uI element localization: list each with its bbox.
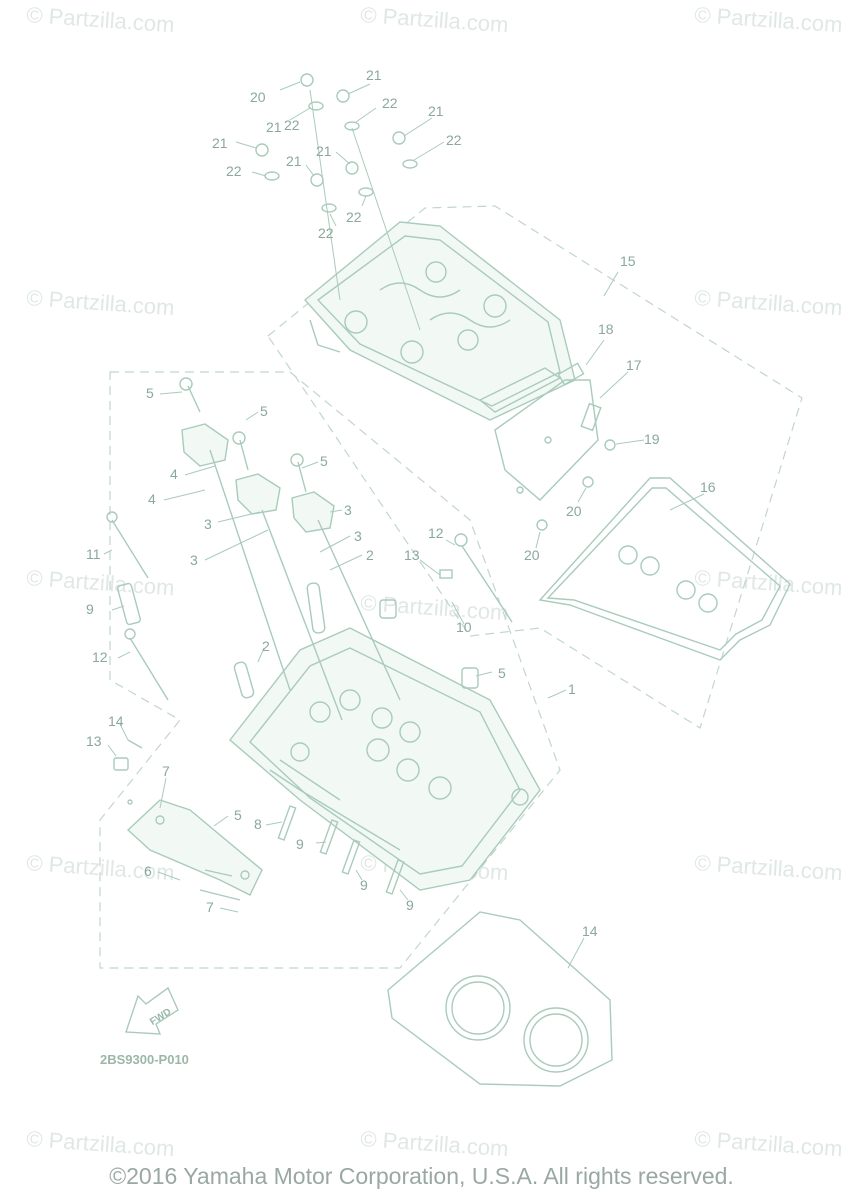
copyright-notice: ©2016 Yamaha Motor Corporation, U.S.A. A… [109,1163,734,1189]
callout-20: 20 [566,503,582,519]
spark-plug-and-bolts [106,511,169,701]
camshaft-bolts [179,377,401,901]
callout-5: 5 [234,807,242,823]
callout-5: 5 [498,665,506,681]
cylinder-head [229,627,541,891]
diagram-code: 2BS9300-P010 [100,1052,189,1067]
callout-4: 4 [148,491,156,507]
callout-5: 5 [260,403,268,419]
watermark: © Partzilla.com [360,590,510,625]
sensors-and-fittings [113,533,513,771]
callout-22: 22 [346,209,362,225]
callout-1: 1 [568,681,576,697]
callout-5: 5 [320,453,328,469]
callout-13: 13 [86,733,102,749]
callout-7: 7 [206,899,214,915]
callout-7: 7 [162,763,170,779]
fwd-arrow: FWD [125,986,179,1035]
callout-17: 17 [626,357,642,373]
callout-20: 20 [524,547,540,563]
callout-22: 22 [382,95,398,111]
callout-9: 9 [296,836,304,852]
callout-13: 13 [404,547,420,563]
callout-21: 21 [428,103,444,119]
callout-22: 22 [446,132,462,148]
callout-10: 10 [456,619,472,635]
callout-9: 9 [360,877,368,893]
watermark: © Partzilla.com [26,565,176,600]
head-cover-gasket [538,477,791,661]
watermark: © Partzilla.com [694,850,843,885]
callout-2: 2 [262,638,270,654]
cylinder-head-cover [303,221,576,421]
plugs-2 [233,582,326,699]
watermark: © Partzilla.com [26,1126,176,1161]
camshaft-caps [181,423,335,533]
callout-9: 9 [406,897,414,913]
callout-12: 12 [92,649,108,665]
watermark: © Partzilla.com [360,2,510,37]
callout-numbers: 1223333445555567789999101112121313141415… [86,67,716,939]
callout-3: 3 [204,516,212,532]
callout-15: 15 [620,253,636,269]
camshaft-group-outline [99,371,561,969]
callout-3: 3 [344,502,352,518]
callout-21: 21 [366,67,382,83]
callout-2: 2 [366,547,374,563]
watermark-layer: © Partzilla.com © Partzilla.com © Partzill… [26,2,843,1161]
breather-plate [494,362,602,501]
leader-lines [103,81,705,969]
callout-5: 5 [146,385,154,401]
callout-9: 9 [86,601,94,617]
valve-cover-group-outline [267,205,803,729]
watermark: © Partzilla.com [694,285,843,320]
callout-3: 3 [190,552,198,568]
callout-22: 22 [318,225,334,241]
callout-4: 4 [170,466,178,482]
camshaft-cap-8 [126,799,263,896]
watermark: © Partzilla.com [26,2,176,37]
cylinder-head-gasket [387,911,613,1087]
callout-18: 18 [598,321,614,337]
watermark: © Partzilla.com [360,1126,510,1161]
callout-14: 14 [108,713,124,729]
callout-22: 22 [284,117,300,133]
watermark: © Partzilla.com [694,1126,843,1161]
callout-22: 22 [226,163,242,179]
bolts-20 [536,439,616,531]
callout-14: 14 [582,923,598,939]
callout-8: 8 [254,816,262,832]
watermark: © Partzilla.com [26,285,176,320]
fwd-label: FWD [148,1006,173,1027]
callout-19: 19 [644,431,660,447]
watermark: © Partzilla.com [694,565,843,600]
callout-6: 6 [144,863,152,879]
dowel-pins [277,805,405,895]
callout-11: 11 [86,546,101,562]
callout-16: 16 [700,479,716,495]
callout-21: 21 [266,119,282,135]
watermark: © Partzilla.com [694,2,843,37]
callout-21: 21 [316,143,332,159]
callout-20: 20 [250,89,266,105]
callout-12: 12 [428,525,444,541]
callout-21: 21 [286,153,302,169]
callout-3: 3 [354,528,362,544]
callout-21: 21 [212,135,228,151]
